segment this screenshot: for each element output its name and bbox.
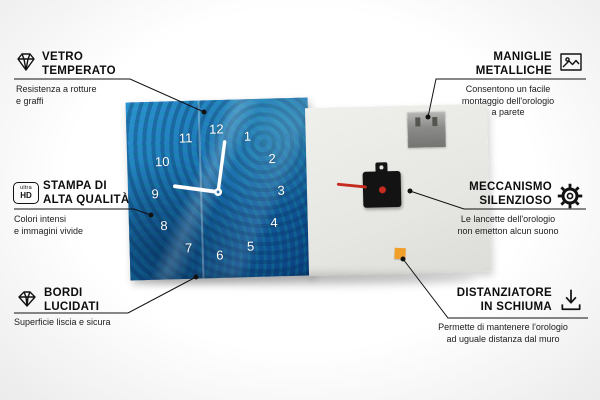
diamond-icon <box>14 50 38 74</box>
callout-title-stampa: STAMPA DI ALTA QUALITÀ <box>43 180 130 206</box>
clock-mechanism <box>336 162 402 211</box>
callout-desc-vetro: Resistenza a rotture e graffi <box>16 84 97 106</box>
glass-reflection <box>125 97 313 281</box>
callout-desc-bordi: Superficie liscia e sicura <box>14 317 111 327</box>
arrow-down-icon <box>558 287 584 313</box>
gear-icon <box>556 182 584 210</box>
clock-hands <box>173 140 227 197</box>
clock-front-panel: 12 1 2 3 4 5 6 7 8 9 10 11 <box>125 97 313 281</box>
callout-title-meccanismo: MECCANISMO SILENZIOSO <box>469 181 552 207</box>
hanger-slot <box>415 117 421 127</box>
ultra-hd-icon: ultra HD <box>13 182 39 204</box>
callout-title-bordi: BORDI LUCIDATI <box>44 287 100 313</box>
picture-frame-icon <box>558 50 584 74</box>
callout-desc-distanziatore: Permette di mantenere l'orologio ad ugua… <box>438 322 568 344</box>
ultra-hd-icon-text-bottom: HD <box>20 190 32 200</box>
callout-desc-meccanismo: Le lancette dell'orologio non emetton al… <box>457 214 559 236</box>
callout-title-maniglie: MANIGLIE METALLICHE <box>475 51 552 77</box>
product-shadow <box>140 273 475 286</box>
ultra-hd-icon-text-top: ultra <box>20 185 32 192</box>
callout-title-vetro: VETRO TEMPERATO <box>42 51 116 77</box>
callout-title-distanziatore: DISTANZIATORE IN SCHIUMA <box>456 287 552 313</box>
callout-desc-stampa: Colori intensi e immagini vivide <box>14 214 84 236</box>
callout-desc-maniglie: Consentono un facile montaggio dell'orol… <box>461 84 555 118</box>
gem-icon <box>15 287 39 311</box>
foam-spacer <box>394 247 406 260</box>
